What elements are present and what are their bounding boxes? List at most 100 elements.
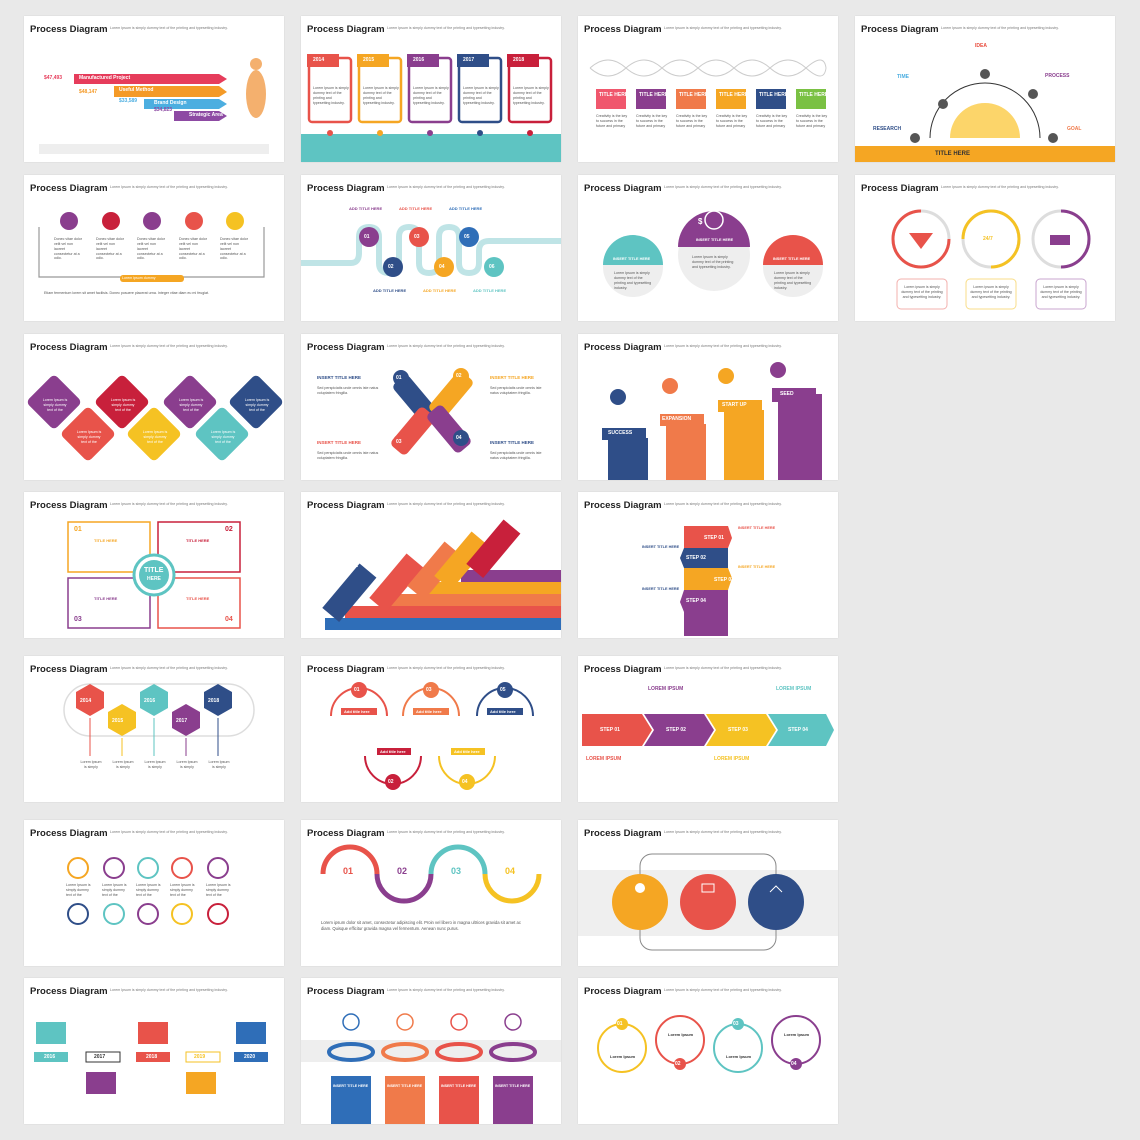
diamonds-graphic [27,375,283,461]
slide-subtitle: Lorem Ipsum is simply dummy text of the … [110,185,228,189]
step-label: STEP 03 [714,577,734,583]
slide-12[interactable]: Process Diagram Lorem Ipsum is simply du… [24,492,284,638]
step-label: START UP [722,402,747,408]
linked-rings-graphic [320,844,542,904]
insert-title: INSERT TITLE HERE [317,375,362,380]
lorem-title: LOREM IPSUM [776,686,812,692]
slide-subtitle: Lorem Ipsum is simply dummy text of the … [110,988,228,992]
slide-7[interactable]: Process Diagram Lorem Ipsum is simply du… [578,175,838,321]
step-number: 01 [396,375,402,381]
step-number: 03 [733,1021,739,1027]
quad-tag: TITLE HERE [186,538,210,543]
ring-icons-graphic [891,209,1091,310]
slide-title: Process Diagram [30,342,108,353]
slide-17[interactable]: Process Diagram Lorem Ipsum is simply du… [578,656,838,802]
center-title: TITLE [144,567,164,574]
slide-subtitle: Lorem Ipsum is simply dummy text of the … [387,666,505,670]
slide-20[interactable]: Process Diagram Lorem Ipsum is simply du… [578,820,838,966]
slide-2[interactable]: Process Diagram Lorem Ipsum is simply du… [301,16,561,162]
year-label: 2019 [194,1054,206,1060]
year-label: 2016 [144,698,156,704]
slide-1[interactable]: Process Diagram Lorem Ipsum is simply du… [24,16,284,162]
label-goal: GOAL [1067,126,1082,132]
body-paragraph: Lorem ipsum dolor sit amet, consectetur … [321,920,521,931]
block-text: Sed perspiciatis unde omnis iste natus v… [317,451,379,460]
slide-14[interactable]: Process Diagram Lorem Ipsum is simply du… [578,492,838,638]
insert-title: INSERT TITLE HERE [642,545,680,549]
center-subtitle: HERE [147,576,161,582]
bar-label: Strategic Area [189,112,223,118]
slide-16[interactable]: Process Diagram Lorem Ipsum is simply du… [301,656,561,802]
add-title: Add title here [454,749,480,754]
year-label: 2016 [413,57,425,63]
chart-icon [1050,235,1070,245]
slide-6[interactable]: Process Diagram Lorem Ipsum is simply du… [301,175,561,321]
slide-subtitle: Lorem Ipsum is simply dummy text of the … [664,502,782,506]
slide-21[interactable]: Process Diagram Lorem Ipsum is simply du… [24,978,284,1124]
step-label: STEP 04 [686,598,706,604]
dome-text: Lorem Ipsum is simply dummy text of the … [774,271,812,290]
slide-19[interactable]: Process Diagram Lorem Ipsum is simply du… [301,820,561,966]
icon-text: Lorem Ipsum is simply dummy text of the [66,883,91,897]
step-text: Donec vitae dolor velit vel non laoreet … [137,237,165,261]
step-number: 03 [426,687,432,693]
ring-chain-graphic [597,1015,821,1073]
card-text: Lorem ipsum is simply dummy text of the … [901,285,943,299]
value-label: $47,493 [44,75,63,81]
insert-title: INSERT TITLE HERE [642,587,680,591]
block-text: Sed perspiciatis unde omnis iste natus v… [317,386,379,395]
slide-title: Process Diagram [861,183,939,194]
year-text: Lorem Ipsum is simply [176,760,198,769]
step-text: Donec vitae dolor velit vel non laoreet … [96,237,124,261]
quad-number: 03 [74,616,82,623]
slide-11[interactable]: Process Diagram Lorem Ipsum is simply du… [578,334,838,480]
slide-22[interactable]: Process Diagram Lorem Ipsum is simply du… [301,978,561,1124]
slide-3[interactable]: Process Diagram Lorem Ipsum is simply du… [578,16,838,162]
slide-23[interactable]: Process Diagram Lorem Ipsum is simply du… [578,978,838,1124]
slide-9[interactable]: Process Diagram Lorem Ipsum is simply du… [24,334,284,480]
lorem-title: LOREM IPSUM [586,756,622,762]
step-text: Creativity is the key to success in the … [716,114,748,128]
year-label: 2017 [463,57,475,63]
dome-circles-graphic [603,210,823,297]
add-title: Add title here [344,709,370,714]
dome-text: Lorem Ipsum is simply dummy text of the … [614,271,652,290]
diamond-icon [909,233,933,249]
diamond-text: Lorem Ipsum is simply dummy text of the [42,398,68,412]
add-title: ADD TITLE HERE [349,206,383,211]
add-title: Add title here [490,709,516,714]
slide-10[interactable]: Process Diagram Lorem Ipsum is simply du… [301,334,561,480]
slide-subtitle: Lorem Ipsum is simply dummy text of the … [941,26,1059,30]
stair-columns-graphic [602,362,822,480]
ring-title: Lorem Ipsum [726,1054,752,1059]
step-number: 01 [617,1021,623,1027]
year-label: 2017 [176,718,188,724]
slide-18[interactable]: Process Diagram Lorem Ipsum is simply du… [24,820,284,966]
icon-text: Lorem Ipsum is simply dummy text of the [206,883,231,897]
step-number: 03 [451,866,462,876]
slide-title: Process Diagram [307,500,385,511]
slide-subtitle: Lorem Ipsum is simply dummy text of the … [664,344,782,348]
person-figure [246,70,266,118]
card-text: Lorem Ipsum is simply dummy text of the … [463,86,499,105]
slide-13[interactable]: Process Diagram Lorem Ipsum is simply du… [301,492,561,638]
slide-title: Process Diagram [584,986,662,997]
slide-title: Process Diagram [30,500,108,511]
diamond-text: Lorem Ipsum is simply dummy text of the [178,398,204,412]
slide-subtitle: Lorem Ipsum is simply dummy text of the … [110,666,228,670]
step-number: 06 [489,264,495,270]
slide-subtitle: Lorem Ipsum is simply dummy text of the … [110,502,228,506]
step-label: SUCCESS [608,430,633,436]
slide-4[interactable]: Process Diagram Lorem Ipsum is simply du… [855,16,1115,162]
slide-8[interactable]: Process Diagram Lorem Ipsum is simply du… [855,175,1115,321]
slide-15[interactable]: Process Diagram Lorem Ipsum is simply du… [24,656,284,802]
value-label: $34,823 [154,107,173,113]
slide-subtitle: Lorem Ipsum is simply dummy text of the … [664,830,782,834]
slide-5[interactable]: Process Diagram Lorem Ipsum is simply du… [24,175,284,321]
add-title: ADD TITLE HERE [399,206,433,211]
label-time: TIME [897,74,909,80]
chart-icon [769,885,783,893]
step-label: SEED [780,391,794,397]
quad-tag: TITLE HERE [94,538,118,543]
footer-text: Etiam fermentum lorem sit amet facilisis… [44,291,209,295]
